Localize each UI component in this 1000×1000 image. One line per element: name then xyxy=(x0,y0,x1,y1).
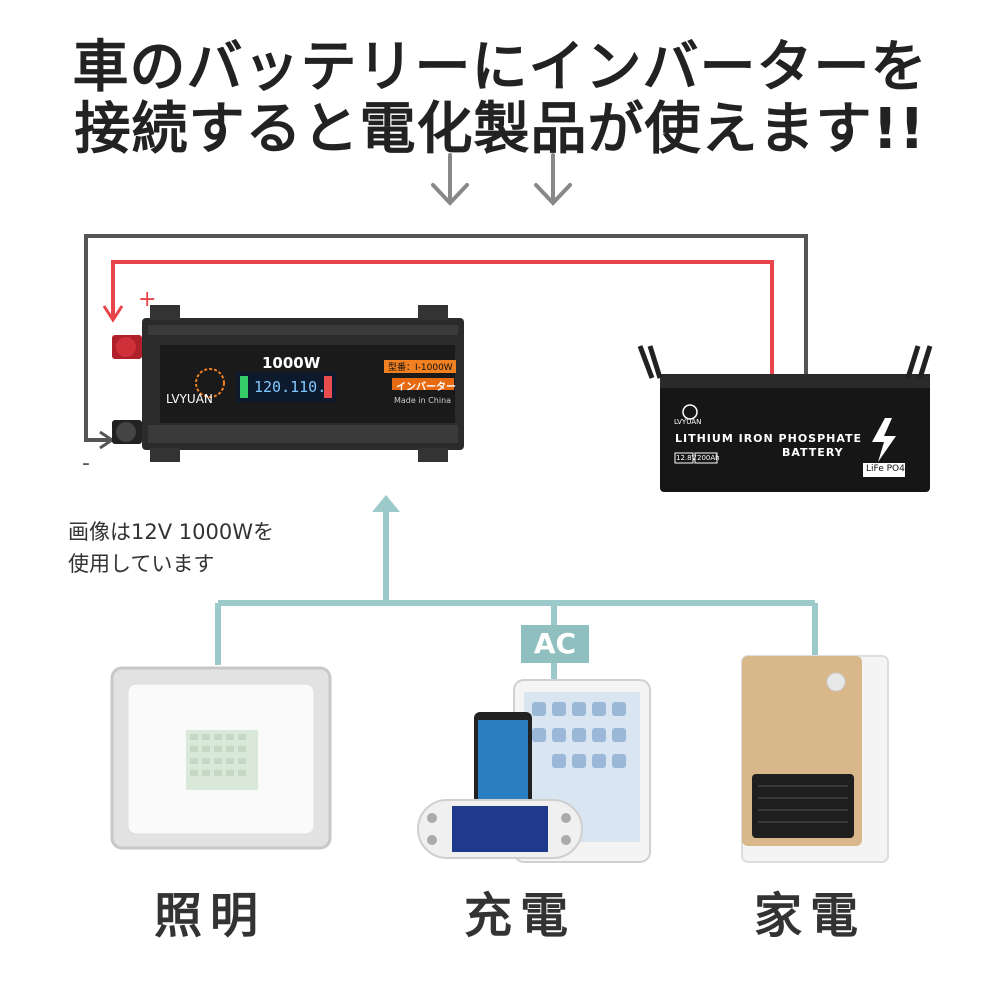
battery-type-line1: LITHIUM IRON PHOSPHATE xyxy=(675,432,863,445)
battery-image xyxy=(637,345,933,492)
battery-voltage-label: 12.8V xyxy=(676,454,697,462)
negative-wire xyxy=(84,234,808,442)
charging-devices-image xyxy=(417,679,651,863)
ac-distribution-lines xyxy=(215,506,818,690)
device-label-lighting: 照明 xyxy=(153,888,266,944)
minus-sign: - xyxy=(82,451,90,476)
caption-line2: 使用しています xyxy=(68,552,215,576)
device-label-charging: 充電 xyxy=(463,888,576,944)
inverter-model-badge: 型番：I-1000W xyxy=(388,363,453,373)
inverter-brand-label: LVYUAN xyxy=(166,392,213,406)
inverter-display-readout: 120.110. xyxy=(254,378,327,396)
inverter-category-label: インバーター xyxy=(396,382,456,393)
battery-chemistry-badge: LiFe PO4 xyxy=(866,464,905,474)
inverter-origin-label: Made in China xyxy=(394,396,452,405)
headline-line2: 接続すると電化製品が使えます!! xyxy=(74,97,926,162)
headline-line1: 車のバッテリーにインバーターを xyxy=(72,35,928,100)
down-arrow-left-icon xyxy=(431,153,469,206)
inverter-power-label: 1000W xyxy=(262,354,321,372)
floodlight-image xyxy=(110,666,332,850)
caption-line1: 画像は12V 1000Wを xyxy=(68,520,274,544)
plus-sign: + xyxy=(138,287,156,312)
up-arrow-icon xyxy=(372,495,400,512)
battery-brand-label: LVYUAN xyxy=(674,418,702,426)
heater-image xyxy=(741,655,889,863)
battery-capacity-label: 200Ah xyxy=(697,454,720,462)
device-label-appliances: 家電 xyxy=(753,888,866,944)
positive-wire xyxy=(111,260,774,378)
inverter-image xyxy=(112,305,464,462)
down-arrow-right-icon xyxy=(534,153,572,206)
ac-label: AC xyxy=(521,625,589,663)
battery-type-line2: BATTERY xyxy=(782,446,844,459)
